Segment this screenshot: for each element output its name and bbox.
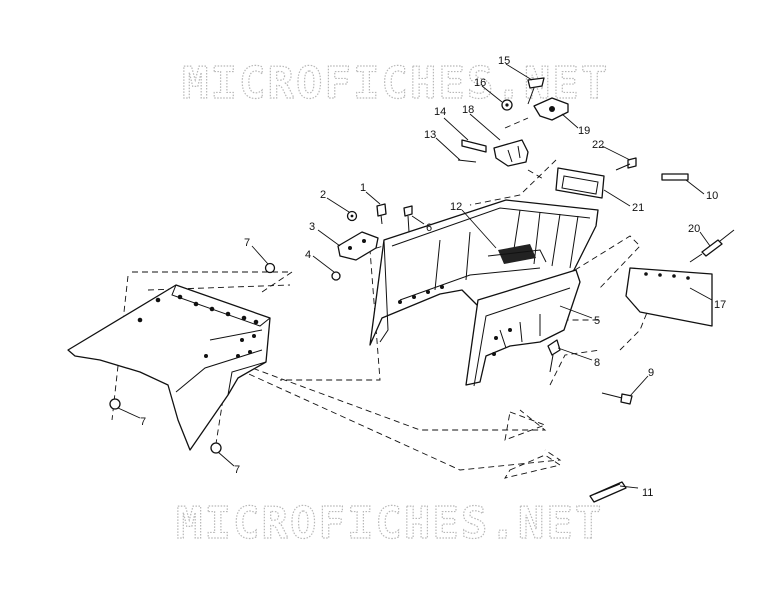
reflector — [661, 173, 689, 181]
watermark-bottom: MICROFICHES.NET — [176, 498, 603, 549]
callout-10: 10 — [706, 190, 718, 202]
callout-9: 9 — [648, 367, 654, 379]
callout-6: 6 — [426, 222, 432, 234]
callout-15: 15 — [498, 55, 510, 67]
latch-assembly — [457, 77, 637, 171]
callout-22: 22 — [592, 139, 604, 151]
hinge-bracket — [337, 231, 379, 261]
nut — [331, 271, 341, 281]
screw — [376, 203, 387, 217]
tail-light-lens — [625, 267, 713, 327]
hardware — [109, 173, 689, 503]
callout-14: 14 — [434, 106, 446, 118]
callout-labels: 1 2 3 4 5 6 7 7 7 8 9 10 11 12 13 14 15 … — [140, 55, 726, 499]
callout-13: 13 — [424, 129, 436, 141]
rear-rack-frame — [369, 199, 599, 346]
screw — [620, 393, 633, 405]
callout-17: 17 — [714, 299, 726, 311]
callout-1: 1 — [360, 182, 366, 194]
bolt — [547, 339, 561, 356]
callout-3: 3 — [309, 221, 315, 233]
tail-light-housing — [555, 167, 605, 199]
reflector-plate — [589, 481, 627, 503]
nut — [109, 398, 121, 410]
running-board-panel — [67, 284, 271, 451]
nut — [264, 262, 276, 274]
callout-12: 12 — [450, 201, 462, 213]
callout-21: 21 — [632, 202, 644, 214]
callout-7-bottom: 7 — [234, 464, 240, 476]
rear-bumper — [465, 269, 581, 387]
callout-5: 5 — [594, 315, 600, 327]
callout-7-left: 7 — [140, 416, 146, 428]
callout-16: 16 — [474, 77, 486, 89]
leader-lines — [117, 63, 713, 489]
callout-4: 4 — [305, 249, 311, 261]
nut — [210, 442, 222, 454]
callout-19: 19 — [578, 125, 590, 137]
callout-18: 18 — [462, 104, 474, 116]
callout-2: 2 — [320, 189, 326, 201]
screw — [403, 205, 413, 217]
callout-7-top: 7 — [244, 237, 250, 249]
callout-20: 20 — [688, 223, 700, 235]
light-wire — [689, 229, 735, 263]
callout-8: 8 — [594, 357, 600, 369]
callout-11: 11 — [642, 487, 653, 499]
